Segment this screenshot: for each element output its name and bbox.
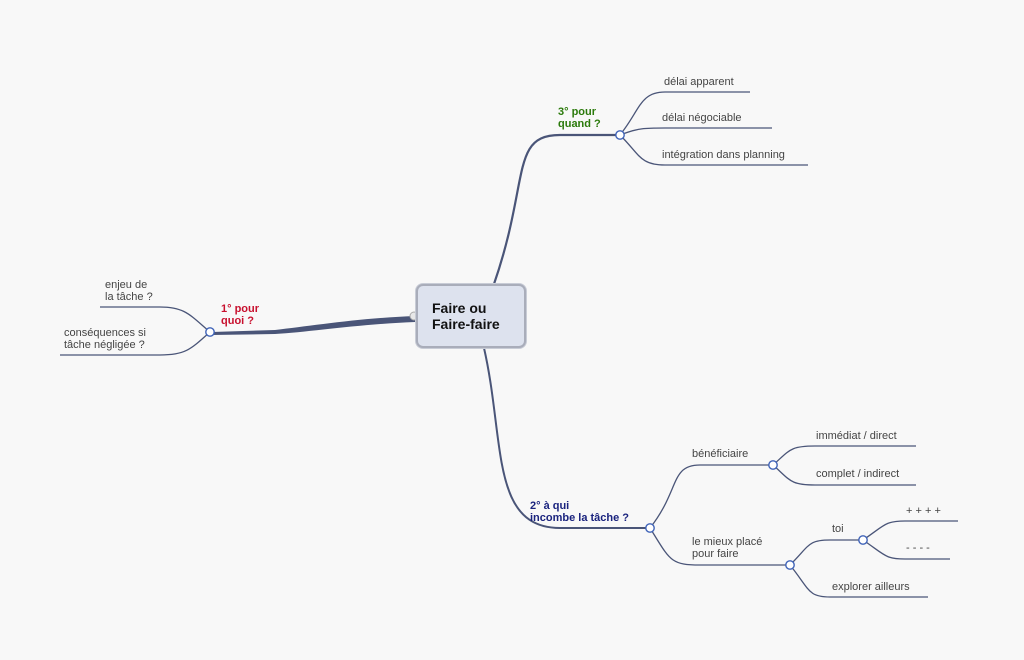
connector-central-to-pourquoi <box>212 316 415 335</box>
connector-qui-beneficiaire <box>649 464 773 529</box>
connector-quand-integration <box>619 134 808 166</box>
connector-central-to-qui <box>483 347 650 529</box>
central-topic-node[interactable]: Faire ou Faire-faire <box>416 284 526 348</box>
topic-immediat-direct[interactable]: immédiat / direct <box>816 430 897 442</box>
connector-mieux-explorer <box>789 564 928 598</box>
branch-pourquoi-label[interactable]: 1° pour quoi ? <box>221 303 260 327</box>
topic-delai-negociable[interactable]: délai négociable <box>662 112 742 124</box>
central-topic-title: Faire ou Faire-faire <box>432 300 500 332</box>
topic-complet-indirect[interactable]: complet / indirect <box>816 468 900 480</box>
connector-pourquoi-enjeu <box>100 306 211 333</box>
collapse-toggle-beneficiaire[interactable] <box>768 460 778 470</box>
collapse-toggle-toi[interactable] <box>858 535 868 545</box>
connector-quand-delai-apparent <box>619 91 750 136</box>
connector-central-to-quand <box>492 133 620 285</box>
connector-pourquoi-consequences <box>60 331 211 356</box>
topic-plus[interactable]: + + + + <box>906 505 941 517</box>
collapse-toggle-mieux-place[interactable] <box>785 560 795 570</box>
collapse-toggle-pourquoi[interactable] <box>205 327 215 337</box>
connector-beneficiaire-immediat <box>772 445 916 466</box>
topic-explorer-ailleurs[interactable]: explorer ailleurs <box>832 581 910 593</box>
topic-toi[interactable]: toi <box>832 523 844 535</box>
topic-beneficiaire[interactable]: bénéficiaire <box>692 448 749 460</box>
topic-consequences[interactable]: conséquences si tâche négligée ? <box>64 327 146 351</box>
connector-toi-plus <box>862 520 958 541</box>
topic-minus[interactable]: - - - - <box>906 542 930 554</box>
branch-qui-label[interactable]: 2° à qui incombe la tâche ? <box>530 500 630 524</box>
topic-mieux-place[interactable]: le mieux placé pour faire <box>692 536 763 560</box>
collapse-toggle-qui[interactable] <box>645 523 655 533</box>
connector-mieux-toi <box>789 539 863 566</box>
topic-delai-apparent[interactable]: délai apparent <box>664 76 734 88</box>
connector-beneficiaire-complet <box>772 464 916 486</box>
topic-integration-planning[interactable]: intégration dans planning <box>662 149 785 161</box>
branch-quand-label[interactable]: 3° pour quand ? <box>558 106 601 130</box>
connector-qui-mieux-place <box>649 527 790 566</box>
connector-toi-minus <box>862 539 950 560</box>
connector-quand-delai-negociable <box>619 127 772 136</box>
collapse-toggle-quand[interactable] <box>615 130 625 140</box>
topic-enjeu[interactable]: enjeu de la tâche ? <box>105 279 153 303</box>
